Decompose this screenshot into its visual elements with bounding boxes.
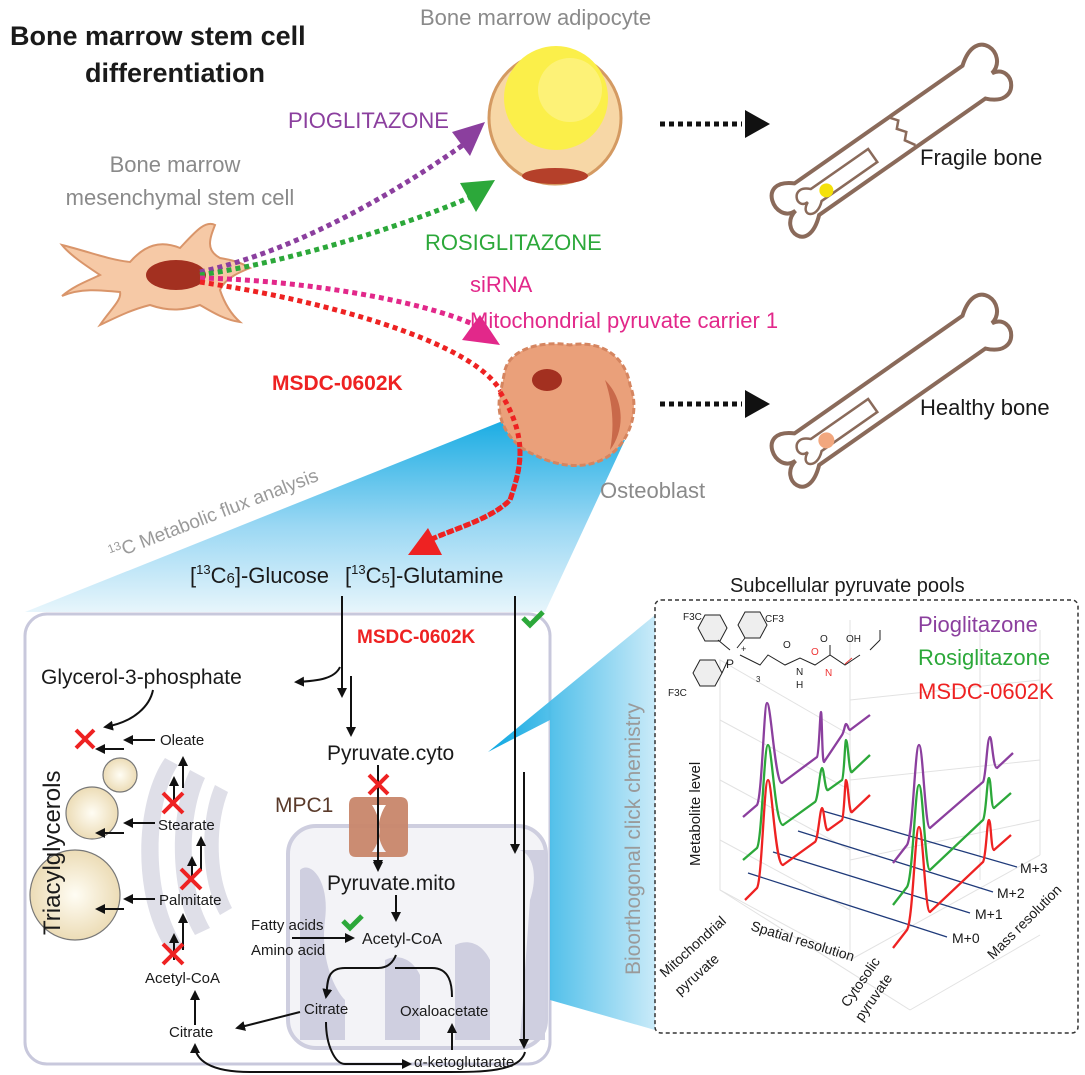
title-line2: differentiation bbox=[85, 58, 265, 88]
pyruvate-pools-panel bbox=[654, 599, 1079, 1034]
beam-to-click-chemistry bbox=[488, 615, 655, 1030]
panel-title: Subcellular pyruvate pools bbox=[730, 575, 965, 597]
svg-text:N: N bbox=[796, 667, 803, 678]
sirna-arrow bbox=[199, 275, 477, 328]
label-m1: M+1 bbox=[975, 906, 1003, 922]
msc-label-line2: mesenchymal stem cell bbox=[66, 185, 295, 210]
cytosolic-trace-rosiglitazone bbox=[892, 776, 1012, 906]
akg-label: α-ketoglutarate bbox=[414, 1054, 514, 1071]
adipocyte-label: Bone marrow adipocyte bbox=[420, 5, 651, 30]
pyruvate-cyto-label: Pyruvate.cyto bbox=[327, 742, 454, 765]
glucose-label: [13C6]-Glucose bbox=[190, 562, 329, 588]
sirna-label: siRNA bbox=[470, 272, 533, 297]
svg-text:OH: OH bbox=[846, 634, 861, 645]
traces bbox=[742, 701, 1014, 949]
cytosolic-trace-msdc bbox=[892, 818, 1012, 949]
svg-text:CF3: CF3 bbox=[765, 614, 784, 625]
lipid-droplet-small bbox=[102, 757, 138, 793]
osteoblast-label: Osteoblast bbox=[600, 478, 705, 503]
pyruvate-mito-label: Pyruvate.mito bbox=[327, 872, 455, 895]
chemical-structure bbox=[692, 611, 881, 687]
oleate-label: Oleate bbox=[160, 732, 204, 749]
cytosolic-trace-pioglitazone bbox=[892, 735, 1014, 864]
beam-to-flux bbox=[25, 420, 625, 612]
rosiglitazone-label: ROSIGLITAZONE bbox=[425, 230, 602, 255]
msc-label-line1: Bone marrow bbox=[110, 152, 241, 177]
stem-cell-nucleus bbox=[146, 260, 206, 290]
msdc-arrow-overlay bbox=[428, 390, 523, 543]
fragile-bone-label: Fragile bone bbox=[920, 145, 1042, 170]
fragile-bone-icon bbox=[769, 42, 1014, 239]
legend-rosiglitazone: Rosiglitazone bbox=[918, 645, 1050, 670]
msdc-pathway-label: MSDC-0602K bbox=[357, 627, 476, 648]
arrow-to-healthy-bone bbox=[660, 390, 770, 418]
mpc1-label: MPC1 bbox=[275, 794, 333, 817]
healthy-bone-icon bbox=[769, 292, 1014, 489]
msdc-label: MSDC-0602K bbox=[272, 372, 403, 395]
adipocyte-cell bbox=[487, 46, 623, 186]
lipid-droplet-medium bbox=[65, 786, 119, 840]
acetyl-coa-cyto-label: Acetyl-CoA bbox=[145, 970, 220, 987]
legend-msdc: MSDC-0602K bbox=[918, 679, 1054, 704]
svg-text:O: O bbox=[820, 634, 828, 645]
plot-grid bbox=[719, 620, 1041, 1011]
pioglitazone-label: PIOGLITAZONE bbox=[288, 108, 449, 133]
label-m3: M+3 bbox=[1020, 860, 1048, 876]
oxaloacetate-label: Oxaloacetate bbox=[400, 1003, 488, 1020]
svg-text:F3C: F3C bbox=[668, 688, 687, 699]
triacylglycerols-label: Triacylglycerols bbox=[39, 771, 66, 935]
chemical-structure-labels: F3C CF3 F3C P + 3 N H O O N O OH bbox=[668, 612, 861, 699]
palmitate-label: Palmitate bbox=[159, 892, 222, 909]
svg-text:H: H bbox=[796, 680, 803, 691]
acetyl-coa-mito-label: Acetyl-CoA bbox=[362, 931, 442, 948]
isotopologue-line-m0 bbox=[747, 872, 948, 938]
svg-text:+: + bbox=[741, 644, 746, 654]
rosiglitazone-arrow bbox=[199, 192, 477, 278]
msdc-arrow-head bbox=[408, 528, 442, 555]
fatty-acids-label: Fatty acids bbox=[251, 917, 324, 934]
mitochondrion bbox=[286, 824, 548, 1050]
axis-metabolite-level: Metabolite level bbox=[687, 762, 704, 866]
isotopologue-line-m1 bbox=[772, 851, 971, 914]
mitochondrial-trace-pioglitazone bbox=[742, 701, 871, 818]
label-m2: M+2 bbox=[997, 885, 1025, 901]
svg-text:O: O bbox=[811, 647, 819, 658]
click-chemistry-label: Bioorthogonal click chemistry bbox=[622, 703, 645, 975]
pioglitazone-arrow bbox=[199, 137, 472, 275]
check-icons bbox=[341, 610, 545, 932]
svg-text:P: P bbox=[726, 657, 734, 671]
healthy-bone-label: Healthy bone bbox=[920, 395, 1050, 420]
svg-text:F3C: F3C bbox=[683, 612, 702, 623]
mitochondrial-trace-rosiglitazone bbox=[742, 738, 871, 861]
legend-pioglitazone: Pioglitazone bbox=[918, 612, 1038, 637]
amino-acid-label: Amino acid bbox=[251, 942, 325, 959]
citrate-mito-label: Citrate bbox=[304, 1001, 348, 1018]
mpc1-sirna-label: Mitochondrial pyruvate carrier 1 bbox=[470, 308, 778, 333]
glutamine-label: [13C5]-Glutamine bbox=[345, 562, 504, 588]
label-m0: M+0 bbox=[952, 930, 980, 946]
lipid-droplet-large bbox=[29, 849, 121, 941]
g3p-label: Glycerol-3-phosphate bbox=[41, 666, 242, 689]
mitochondrial-trace-msdc bbox=[744, 778, 871, 901]
svg-text:O: O bbox=[783, 640, 791, 651]
svg-text:3: 3 bbox=[756, 675, 761, 684]
blocked-x-icons bbox=[74, 728, 390, 966]
citrate-cyto-label: Citrate bbox=[169, 1024, 213, 1041]
title-line1: Bone marrow stem cell bbox=[10, 21, 306, 51]
osteoblast-cell bbox=[497, 342, 636, 467]
arrow-to-fragile-bone bbox=[660, 110, 770, 138]
stearate-label: Stearate bbox=[158, 817, 215, 834]
svg-text:N: N bbox=[825, 668, 832, 679]
